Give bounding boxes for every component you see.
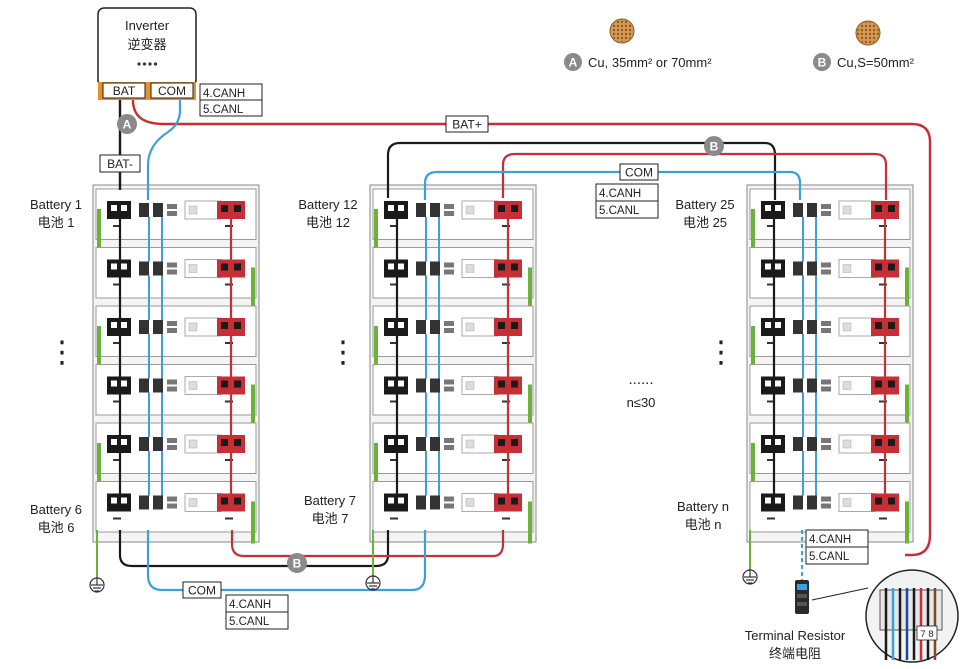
legend-b-letter: B bbox=[818, 56, 827, 70]
battery-module bbox=[372, 422, 534, 485]
label-com-upper: COM bbox=[625, 166, 653, 180]
battery-6-en: Battery 6 bbox=[30, 502, 82, 517]
legend-a-text: Cu, 35mm² or 70mm² bbox=[588, 55, 712, 70]
link-black-upper bbox=[386, 141, 777, 200]
battery-n-en: Battery n bbox=[677, 499, 729, 514]
inverter-name-en: Inverter bbox=[125, 18, 170, 33]
connector-pins: 7 8 bbox=[920, 629, 933, 640]
port-com: COM bbox=[158, 84, 186, 98]
n-limit-label: n≤30 bbox=[627, 395, 656, 410]
badge-a: A bbox=[117, 114, 137, 134]
badge-b-upper: B bbox=[704, 136, 724, 156]
label-canl-lower: 5.CANL bbox=[229, 616, 270, 628]
label-bat-minus: BAT- bbox=[107, 157, 133, 171]
inverter-canl: 5.CANL bbox=[203, 104, 244, 116]
connector-magnifier: 7 8 bbox=[865, 569, 959, 663]
link-com-lower bbox=[146, 530, 427, 592]
battery-module bbox=[749, 364, 911, 427]
battery-module bbox=[372, 364, 534, 427]
horizontal-dots: ...... bbox=[628, 371, 653, 388]
battery-module bbox=[95, 188, 257, 251]
label-canh-terminal: 4.CANH bbox=[809, 534, 851, 546]
battery-module bbox=[95, 305, 257, 368]
battery-module bbox=[95, 247, 257, 310]
battery-module bbox=[372, 481, 534, 544]
ground-icon bbox=[742, 569, 758, 585]
label-canh-upper: 4.CANH bbox=[599, 188, 641, 200]
battery-module bbox=[372, 188, 534, 251]
badge-b-lower: B bbox=[287, 553, 307, 573]
battery-12-cn: 电池 12 bbox=[306, 215, 350, 230]
label-canl-terminal: 5.CANL bbox=[809, 551, 850, 563]
cable-b-icon bbox=[855, 20, 881, 46]
link-red-lower bbox=[230, 530, 505, 558]
battery-1-cn: 电池 1 bbox=[38, 215, 75, 230]
inverter-name-cn: 逆变器 bbox=[127, 37, 166, 52]
svg-text:B: B bbox=[710, 140, 719, 154]
battery-25-en: Battery 25 bbox=[675, 197, 734, 212]
battery-module bbox=[95, 422, 257, 485]
wires bbox=[96, 99, 932, 592]
inverter-com-wire bbox=[146, 100, 182, 200]
legend: A Cu, 35mm² or 70mm² B Cu,S=50mm² bbox=[564, 18, 915, 71]
legend-b-text: Cu,S=50mm² bbox=[837, 55, 915, 70]
label-bat-plus: BAT+ bbox=[452, 118, 481, 132]
terminal-resistor-cn: 终端电阻 bbox=[769, 646, 821, 661]
vertical-dots-2: ⋮ bbox=[328, 336, 358, 369]
svg-text:A: A bbox=[123, 118, 132, 132]
bat-plus-wire bbox=[131, 99, 932, 557]
battery-stack-1 bbox=[92, 184, 260, 544]
link-com-upper bbox=[423, 170, 802, 200]
battery-stacks bbox=[92, 184, 914, 544]
battery-25-cn: 电池 25 bbox=[683, 215, 727, 230]
vertical-dots-3: ⋮ bbox=[706, 336, 736, 369]
label-canh-lower: 4.CANH bbox=[229, 599, 271, 611]
terminal-resistor: Terminal Resistor 终端电阻 7 8 bbox=[745, 569, 959, 663]
battery-module bbox=[749, 247, 911, 310]
link-black-lower bbox=[118, 530, 390, 568]
battery-7-en: Battery 7 bbox=[304, 493, 356, 508]
battery-12-en: Battery 12 bbox=[298, 197, 357, 212]
battery-n-cn: 电池 n bbox=[685, 517, 722, 532]
battery-module bbox=[372, 305, 534, 368]
inverter: Inverter 逆变器 BAT COM 4.CANH 5.CANL bbox=[97, 7, 263, 117]
port-bat: BAT bbox=[113, 84, 136, 98]
ground-icon bbox=[365, 575, 381, 591]
inverter-leds bbox=[137, 62, 158, 66]
svg-text:B: B bbox=[293, 557, 302, 571]
battery-module bbox=[372, 247, 534, 310]
terminal-resistor-en: Terminal Resistor bbox=[745, 628, 846, 643]
legend-a-letter: A bbox=[569, 56, 578, 70]
link-red-upper bbox=[501, 152, 888, 200]
battery-stack-3 bbox=[746, 184, 914, 544]
label-canl-upper: 5.CANL bbox=[599, 205, 640, 217]
label-com-lower: COM bbox=[188, 584, 216, 598]
ground-icon bbox=[89, 577, 105, 593]
battery-labels: Battery 1 电池 1 Battery 6 电池 6 Battery 12… bbox=[30, 197, 735, 535]
vertical-dots-1: ⋮ bbox=[47, 336, 77, 369]
battery-module bbox=[749, 305, 911, 368]
battery-1-en: Battery 1 bbox=[30, 197, 82, 212]
battery-6-cn: 电池 6 bbox=[38, 520, 75, 535]
cable-a-icon bbox=[609, 18, 635, 44]
inverter-canh: 4.CANH bbox=[203, 88, 245, 100]
battery-module bbox=[95, 364, 257, 427]
battery-stack-2 bbox=[369, 184, 537, 544]
battery-module bbox=[749, 422, 911, 485]
wire-labels: BAT- BAT+ COM 4.CANH 5.CANL COM 4.CANH 5… bbox=[99, 115, 869, 630]
continuation-marks: ⋮ ⋮ ⋮ ...... n≤30 bbox=[47, 336, 736, 410]
battery-7-cn: 电池 7 bbox=[312, 511, 349, 526]
battery-module bbox=[749, 188, 911, 251]
battery-module bbox=[749, 481, 911, 544]
battery-module bbox=[95, 481, 257, 544]
